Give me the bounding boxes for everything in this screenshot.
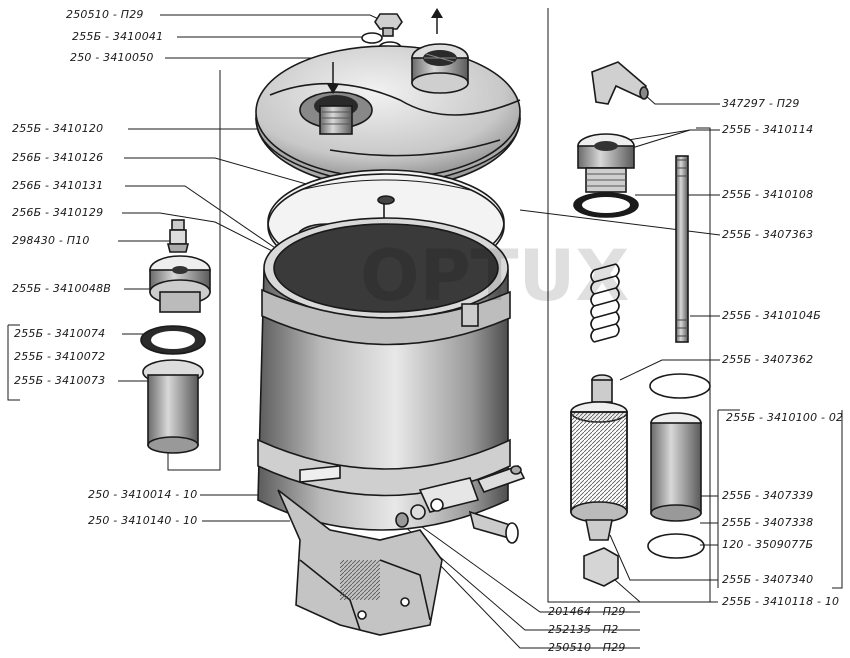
label-256b-3410126: 256Б - 3410126 [12,151,104,164]
label-255b-3410120: 255Б - 3410120 [12,122,104,135]
label-255b-3410118-10: 255Б - 3410118 - 10 [722,595,840,608]
label-255b-3410048v: 255Б - 3410048В [12,282,112,295]
label-250-3410140-10: 250 - 3410140 - 10 [88,514,198,527]
label-255b-3410104b: 255Б - 3410104Б [722,309,822,322]
label-255b-3407362: 255Б - 3407362 [722,353,814,366]
label-255b-3407338: 255Б - 3407338 [722,516,814,529]
label-255b-3410074: 255Б - 3410074 [14,327,106,340]
label-255b-3410073: 255Б - 3410073 [14,374,106,387]
label-120-3509077b: 120 - 3509077Б [722,538,814,551]
label-250510-p29-bottom: 250510 - П29 [548,641,626,654]
label-201464-p29: 201464 - П29 [548,605,626,618]
label-252135-p2: 252135 - П2 [548,623,619,636]
left-filter-assembly [140,219,211,454]
label-255b-3410100-02: 255Б - 3410100 - 02 [726,411,844,424]
mounting-bracket [277,489,443,636]
label-250510-p29-top: 250510 - П29 [66,8,144,21]
svg-text:OPTUX: OPTUX [360,235,629,317]
label-347297-p29: 347297 - П29 [722,97,800,110]
label-256b-3410129: 256Б - 3410129 [12,206,104,219]
label-256b-3410131: 256Б - 3410131 [12,179,104,192]
top-bolt [374,13,403,37]
lid-assembly [255,8,521,189]
label-255b-3407363: 255Б - 3407363 [722,228,814,241]
housing-cylinder [257,217,526,544]
right-parts [570,61,711,587]
label-298430-p10: 298430 - П10 [12,234,90,247]
watermark-logo: OPTUX [360,235,629,317]
label-255b-3407340: 255Б - 3407340 [722,573,814,586]
label-255b-3410072: 255Б - 3410072 [14,350,106,363]
label-250-3410014-10: 250 - 3410014 - 10 [88,488,198,501]
leader-lines [7,8,843,649]
label-255b-3410114: 255Б - 3410114 [722,123,814,136]
label-255b-3407339: 255Б - 3407339 [722,489,814,502]
label-255b-3410041: 255Б - 3410041 [72,30,164,43]
label-255b-3410108: 255Б - 3410108 [722,188,814,201]
label-250-3410050: 250 - 3410050 [70,51,154,64]
